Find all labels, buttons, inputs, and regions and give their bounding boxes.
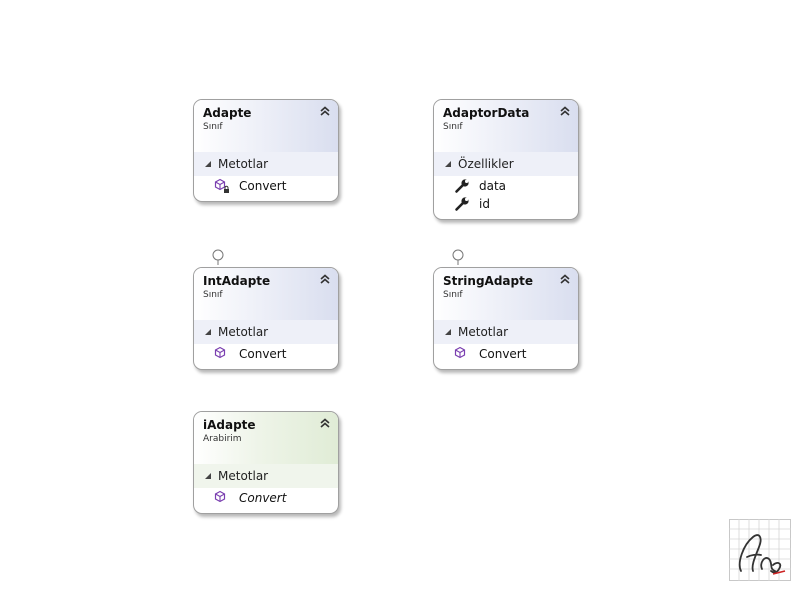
expanded-triangle-icon [205,161,211,167]
section-toggle-metotlar[interactable]: Metotlar [194,320,338,344]
collapse-chevron-icon[interactable] [318,272,332,286]
class-shape-adapte[interactable]: Adapte Sınıf Metotlar Convert [193,99,339,202]
property-wrench-icon [455,179,469,193]
member-convert[interactable]: Convert [194,345,338,363]
collapse-chevron-icon[interactable] [318,104,332,118]
member-label: Convert [239,491,287,505]
collapse-chevron-icon[interactable] [318,416,332,430]
section-label: Metotlar [218,325,269,339]
watermark-logo [729,519,791,581]
interface-name: iAdapte [203,418,256,432]
method-icon [214,346,226,359]
class-kind: Sınıf [443,122,463,132]
shape-header[interactable]: AdaptorData Sınıf [434,100,578,152]
member-convert[interactable]: Convert [194,177,338,195]
section-label: Metotlar [218,469,269,483]
member-label: Convert [239,179,287,193]
expanded-triangle-icon [205,473,211,479]
section-toggle-metotlar[interactable]: Metotlar [194,152,338,176]
section-toggle-ozellikler[interactable]: Özellikler [434,152,578,176]
member-convert[interactable]: Convert [434,345,578,363]
interface-lollipop-string-adapte [452,249,464,265]
collapse-chevron-icon[interactable] [558,272,572,286]
member-id[interactable]: id [434,195,578,213]
shape-header[interactable]: StringAdapte Sınıf [434,268,578,320]
member-data[interactable]: data [434,177,578,195]
section-label: Metotlar [218,157,269,171]
member-label: data [479,179,507,193]
class-shape-int-adapte[interactable]: IntAdapte Sınıf Metotlar Convert [193,267,339,370]
expanded-triangle-icon [205,329,211,335]
section-toggle-metotlar[interactable]: Metotlar [434,320,578,344]
shape-header[interactable]: Adapte Sınıf [194,100,338,152]
property-wrench-icon [455,197,469,211]
method-icon [454,346,466,359]
class-shape-adaptor-data[interactable]: AdaptorData Sınıf Özellikler data [433,99,579,220]
class-name: AdaptorData [443,106,530,120]
member-convert[interactable]: Convert [194,489,338,507]
class-name: Adapte [203,106,252,120]
expanded-triangle-icon [445,329,451,335]
section-label: Özellikler [458,157,514,171]
interface-shape-iadapte[interactable]: iAdapte Arabirim Metotlar Convert [193,411,339,514]
class-name: IntAdapte [203,274,271,288]
class-kind: Sınıf [443,290,463,300]
protected-method-icon [214,178,229,193]
class-name: StringAdapte [443,274,533,288]
shape-header[interactable]: iAdapte Arabirim [194,412,338,464]
class-kind: Sınıf [203,290,223,300]
member-label: Convert [479,347,527,361]
collapse-chevron-icon[interactable] [558,104,572,118]
interface-kind: Arabirim [203,434,242,444]
member-label: id [479,197,490,211]
member-label: Convert [239,347,287,361]
section-toggle-metotlar[interactable]: Metotlar [194,464,338,488]
section-label: Metotlar [458,325,509,339]
class-kind: Sınıf [203,122,223,132]
class-shape-string-adapte[interactable]: StringAdapte Sınıf Metotlar Convert [433,267,579,370]
interface-lollipop-int-adapte [212,249,224,265]
method-icon [214,490,226,503]
expanded-triangle-icon [445,161,451,167]
shape-header[interactable]: IntAdapte Sınıf [194,268,338,320]
